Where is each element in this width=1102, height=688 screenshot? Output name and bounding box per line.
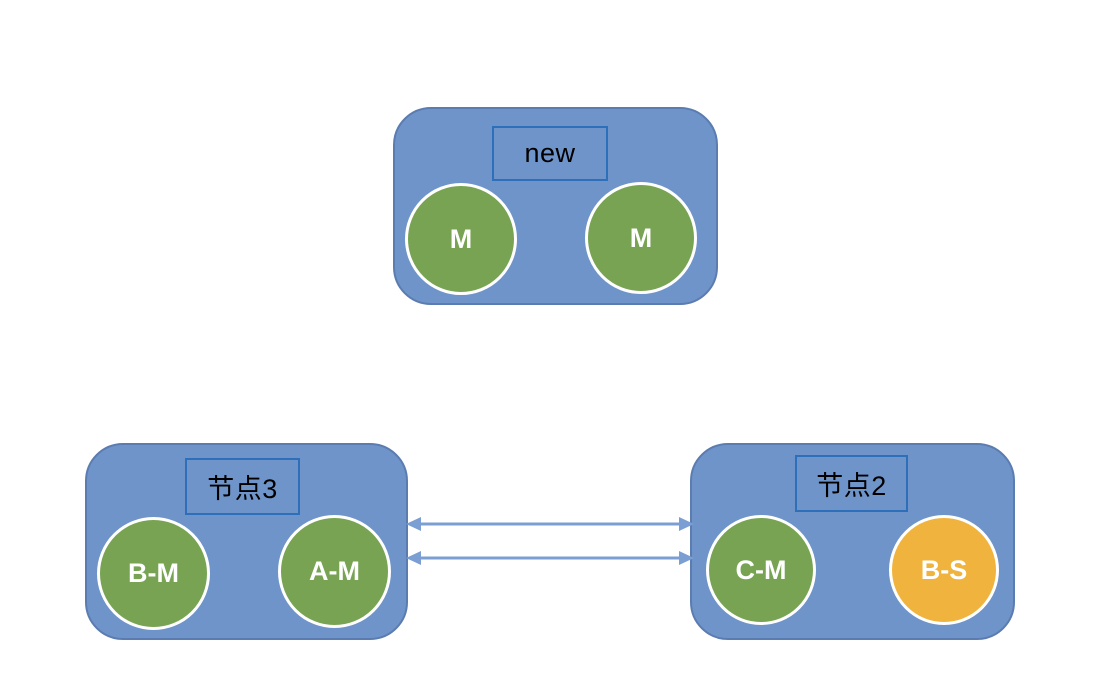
node-title-new: new	[492, 126, 608, 181]
node-box-new: new M M	[393, 107, 718, 305]
member-circle: M	[405, 183, 517, 295]
member-circle: B-M	[97, 517, 210, 630]
member-circle: A-M	[278, 515, 391, 628]
member-circle: C-M	[706, 515, 816, 625]
member-circle: B-S	[889, 515, 999, 625]
node-box-node2: 节点2 C-M B-S	[690, 443, 1015, 640]
node-link-arrows	[406, 517, 694, 565]
node-title-node3: 节点3	[185, 458, 300, 515]
node-title-node2: 节点2	[795, 455, 908, 512]
bidirectional-arrow-bottom	[406, 551, 694, 565]
member-circle: M	[585, 182, 697, 294]
node-box-node3: 节点3 B-M A-M	[85, 443, 408, 640]
bidirectional-arrow-top	[406, 517, 694, 531]
